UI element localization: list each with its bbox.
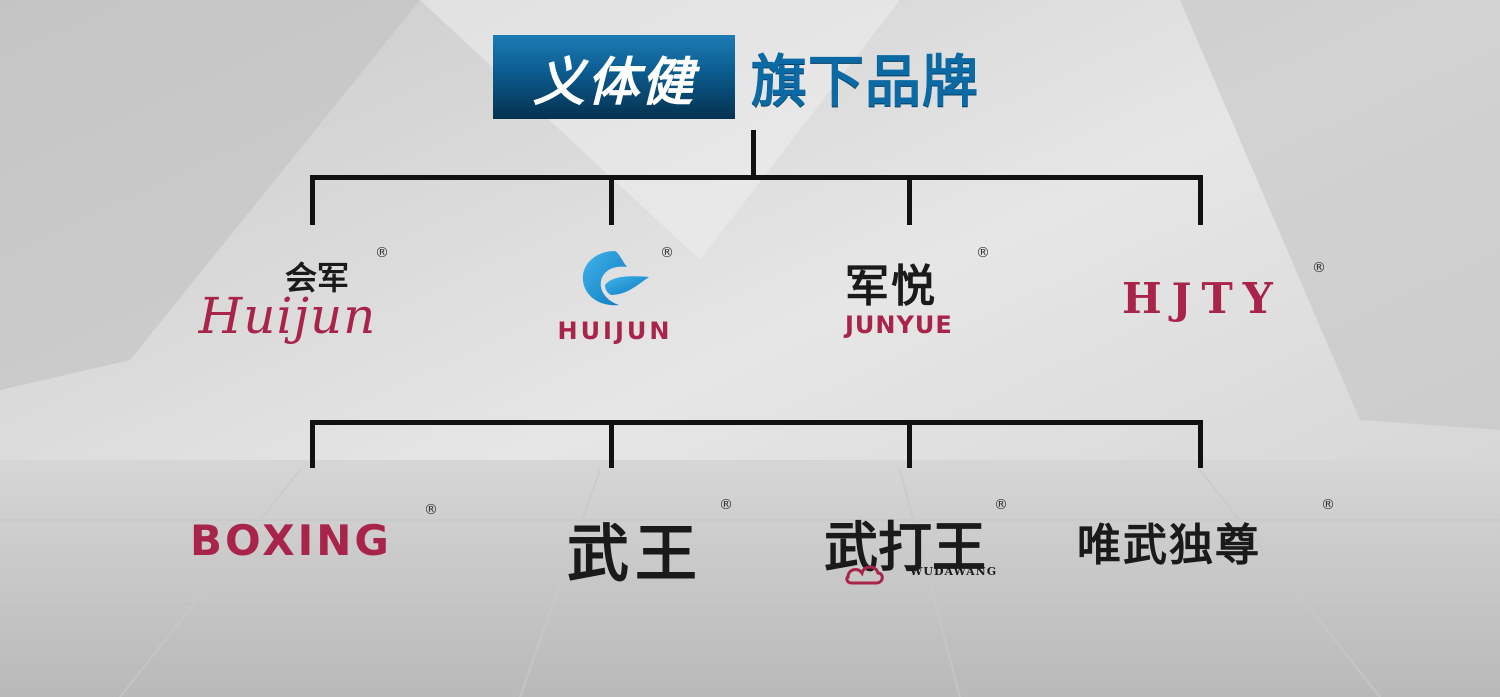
brand-cn-name: 武打王 [824, 515, 986, 579]
connector-drop-4 [1198, 175, 1203, 225]
connector-bar-top [310, 175, 1203, 180]
cloud-ornament-icon [845, 565, 884, 585]
brand-logo-huijun: HUIJUN ® [540, 245, 690, 345]
brand-logo-junyue: 军悦 JUNYUE ® [840, 245, 1000, 345]
brand-en-name: BOXING [190, 516, 392, 565]
connector-drop-5 [310, 420, 315, 468]
registered-mark: ® [424, 502, 438, 518]
brand-cn-name: 唯武独尊 [1077, 520, 1261, 571]
brand-en-name: HJTY [1122, 274, 1283, 323]
connector-drop-6 [609, 420, 614, 468]
registered-mark: ® [1321, 497, 1335, 513]
brand-en-name: HUIJUN [557, 317, 673, 345]
page-title: 旗下品牌 [751, 49, 979, 115]
connector-drop-2 [609, 175, 614, 225]
brand-logo-wudawang: 武打王 WUDAWANG ® [822, 495, 1022, 605]
registered-mark: ® [994, 497, 1008, 513]
brand-cn-name: 武王 [567, 517, 704, 590]
connector-bar-bottom [310, 420, 1203, 425]
connector-drop-8 [1198, 420, 1203, 468]
brand-cn-name: 军悦 [845, 261, 937, 312]
brand-en-name: JUNYUE [845, 311, 953, 339]
registered-mark: ® [660, 245, 674, 261]
company-name: 义体健 [532, 51, 695, 113]
brand-logo-hjty: HJTY ® [1120, 258, 1340, 328]
registered-mark: ® [1312, 260, 1326, 276]
brand-cn-name: 会军 [285, 259, 350, 297]
swirl-logo-icon [582, 251, 649, 306]
connector-drop-3 [907, 175, 912, 225]
registered-mark: ® [719, 497, 733, 513]
brand-logo-huijun-script: 会军 Huijun ® [165, 245, 415, 355]
brand-en-name: WUDAWANG [910, 565, 998, 578]
company-logo: 义体健 [493, 35, 735, 119]
registered-mark: ® [375, 245, 389, 261]
brand-logo-boxing: BOXING ® [188, 500, 448, 570]
registered-mark: ® [976, 245, 990, 261]
brand-logo-wuwang: 武王 ® [565, 495, 745, 590]
brand-logo-weiwuduzun: 唯武独尊 ® [1075, 495, 1345, 575]
brand-en-name: Huijun [198, 287, 377, 345]
connector-drop-7 [907, 420, 912, 468]
header: 义体健 旗下品牌 [493, 35, 979, 119]
connector-drop-1 [310, 175, 315, 225]
connector-stem-top [751, 130, 756, 175]
